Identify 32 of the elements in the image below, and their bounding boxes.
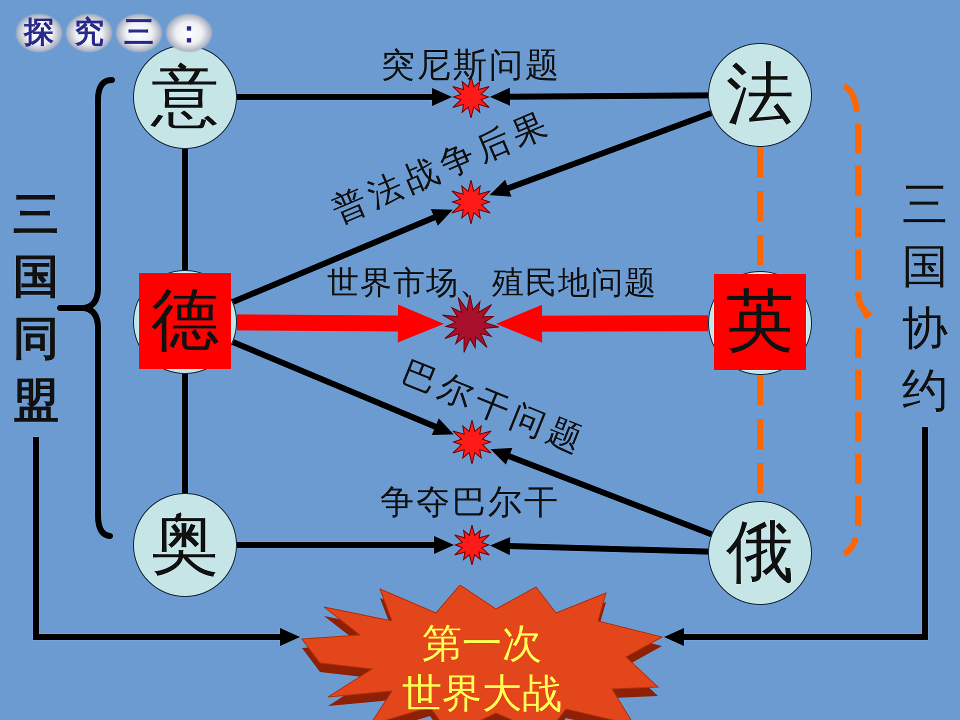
arrow bbox=[232, 209, 453, 305]
explosion-shape bbox=[300, 585, 664, 720]
arrow bbox=[664, 427, 928, 646]
connector-line bbox=[182, 149, 188, 270]
burst-title: 第一次世界大战 bbox=[401, 620, 563, 719]
arrow bbox=[490, 88, 708, 106]
topic-label: 争夺巴尔干 bbox=[380, 484, 560, 522]
topic-label: 普法战争后果 bbox=[327, 105, 557, 231]
arrow bbox=[490, 537, 708, 556]
connector-line bbox=[182, 374, 188, 493]
vertical-label: 三国协约 bbox=[899, 173, 951, 425]
explosion-star bbox=[449, 180, 493, 224]
circle-node: 奥 bbox=[133, 493, 237, 597]
topic-label: 巴尔干问题 bbox=[396, 354, 592, 462]
title: 探究三： bbox=[14, 13, 214, 53]
arrow bbox=[490, 110, 712, 197]
arrow bbox=[496, 304, 708, 343]
arrow bbox=[232, 339, 454, 435]
explosion-star bbox=[450, 420, 494, 464]
arrow bbox=[237, 88, 452, 106]
topic-label: 突尼斯问题 bbox=[381, 47, 561, 85]
highlight-box: 英 bbox=[714, 274, 806, 370]
vertical-label: 三国同盟 bbox=[10, 183, 62, 435]
arrow bbox=[33, 437, 300, 646]
arrow bbox=[490, 448, 713, 538]
topic-label: 世界市场、殖民地问题 bbox=[327, 265, 657, 301]
explosion-star bbox=[452, 525, 492, 565]
highlight-box: 德 bbox=[139, 273, 231, 369]
arrow bbox=[237, 536, 454, 554]
circle-node: 俄 bbox=[708, 501, 812, 605]
circle-node: 法 bbox=[708, 43, 812, 147]
arrow bbox=[236, 304, 444, 343]
